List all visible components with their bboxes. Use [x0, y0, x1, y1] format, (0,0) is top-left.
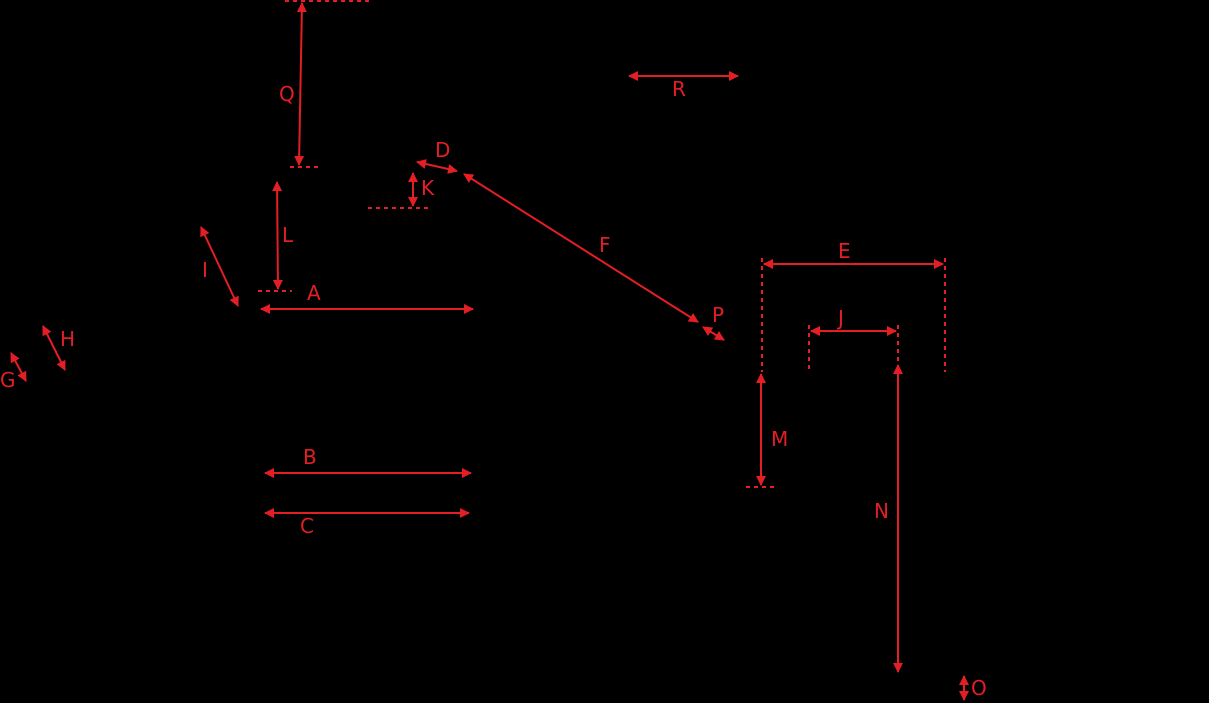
dimension-arrow-g	[10, 352, 27, 382]
dimension-arrow-l	[272, 181, 283, 290]
dimension-label-n: N	[874, 499, 889, 523]
dimension-arrow-h	[42, 325, 66, 371]
dimension-label-q: Q	[279, 82, 295, 106]
dimension-label-j: J	[836, 306, 844, 330]
dimension-label-a: A	[307, 281, 321, 305]
dimension-label-o: O	[971, 676, 987, 700]
dimension-label-r: R	[672, 77, 686, 101]
dimension-arrows	[10, 2, 969, 701]
dimension-label-l: L	[282, 223, 294, 247]
dimension-arrow-p	[702, 326, 725, 341]
dimension-label-h: H	[60, 327, 75, 351]
dimension-label-d: D	[435, 138, 450, 162]
dimension-label-p: P	[712, 303, 724, 327]
dimension-label-b: B	[303, 445, 317, 469]
dimension-label-f: F	[599, 233, 611, 257]
dimension-label-e: E	[838, 239, 851, 263]
dimension-arrow-i	[200, 226, 239, 307]
guide-lines	[258, 0, 946, 488]
dimension-label-i: I	[202, 258, 208, 282]
dimension-arrow-d	[416, 159, 458, 174]
dimension-label-g: G	[0, 368, 16, 392]
dimension-arrow-q	[294, 2, 307, 166]
dimension-label-c: C	[300, 514, 314, 538]
dimension-labels: Q R D K L F E I A P J H G M B N C O	[0, 77, 987, 700]
dimension-arrow-f	[463, 173, 699, 323]
dimension-label-m: M	[771, 427, 788, 451]
dimension-label-k: K	[421, 176, 435, 200]
